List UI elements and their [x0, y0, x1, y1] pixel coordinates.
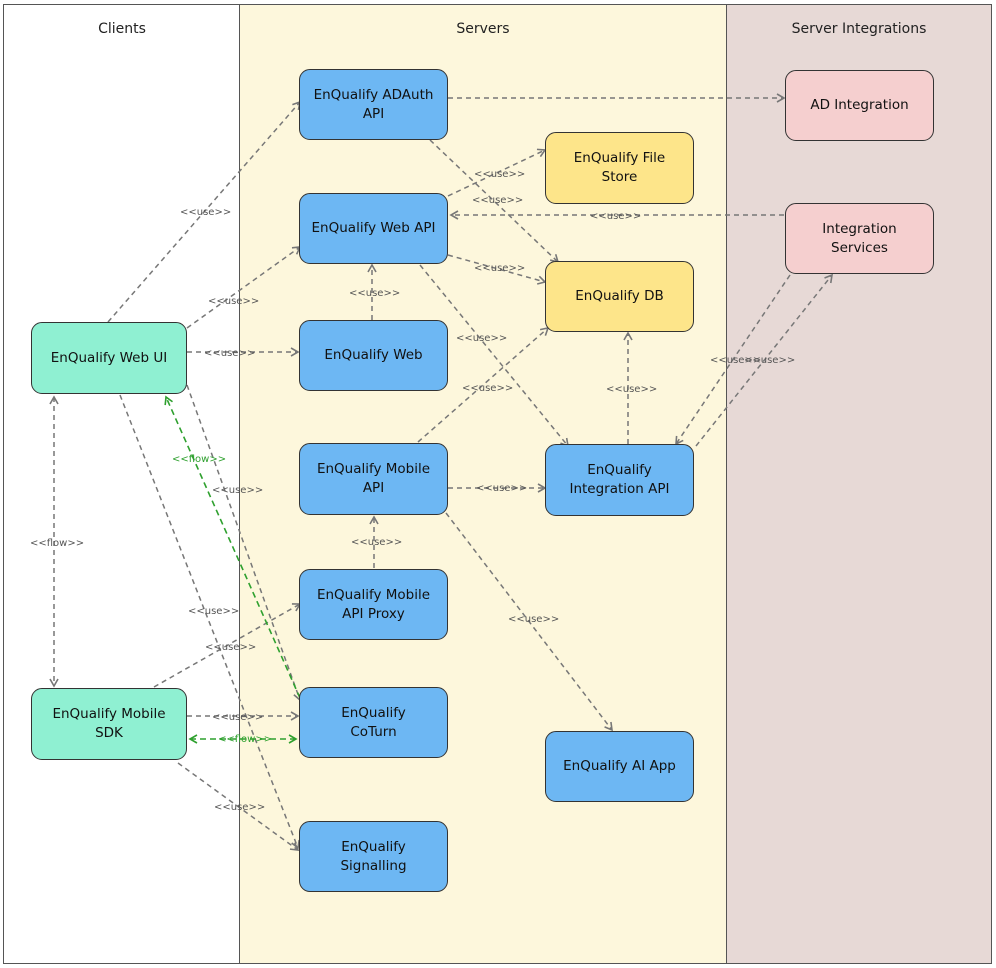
- node-integration-services[interactable]: Integration Services: [785, 203, 934, 274]
- edge-adauth-db: [429, 139, 560, 264]
- lane-clients: Clients: [3, 4, 241, 964]
- lane-title-clients: Clients: [98, 21, 146, 37]
- label-use-adauth-db: <<use>>: [472, 195, 523, 206]
- node-file-store[interactable]: EnQualify File Store: [545, 132, 694, 204]
- label-use-webui-adauth: <<use>>: [180, 207, 231, 218]
- label-use-sdk-proxy: <<use>>: [205, 642, 256, 653]
- node-web[interactable]: EnQualify Web: [299, 320, 448, 391]
- label-use-webapi-integrationapi: <<use>>: [456, 333, 507, 344]
- label-flow-coturn-webui: <<flow>>: [172, 454, 226, 465]
- label-use-sdk-coturn: <<use>>: [212, 712, 263, 723]
- edge-webapi-db: [447, 254, 547, 285]
- label-use-mobileapi-db: <<use>>: [462, 383, 513, 394]
- node-adauth-api[interactable]: EnQualify ADAuth API: [299, 69, 448, 140]
- label-use-webui-mobileapi: <<use>>: [212, 485, 263, 496]
- edge-webapi-integrationapi: [419, 264, 570, 448]
- edge-intservices-integrationapi: [675, 274, 791, 446]
- edge-webui-webapi: [186, 246, 302, 329]
- label-use-webui-web: <<use>>: [204, 348, 255, 359]
- label-use-integration-left: <<use>>: [710, 355, 761, 366]
- label-use-integrationapi-db: <<use>>: [606, 384, 657, 395]
- edge-sdk-signalling: [177, 762, 300, 851]
- node-web-ui[interactable]: EnQualify Web UI: [31, 322, 187, 394]
- label-use-web-webapi: <<use>>: [349, 288, 400, 299]
- label-use-webapi-filestore: <<use>>: [474, 169, 525, 180]
- label-use-integration-right: <<use>>: [744, 355, 795, 366]
- node-web-api[interactable]: EnQualify Web API: [299, 193, 448, 264]
- edge-integrationapi-intservices: [695, 273, 834, 447]
- edge-webui-mobileapi: [186, 384, 303, 702]
- node-mobile-api[interactable]: EnQualify Mobile API: [299, 443, 448, 515]
- edge-mobileapi-aiapp: [445, 512, 613, 732]
- node-ad-integration[interactable]: AD Integration: [785, 70, 934, 141]
- node-mobile-sdk[interactable]: EnQualify Mobile SDK: [31, 688, 187, 760]
- label-use-webapi-db: <<use>>: [474, 263, 525, 274]
- label-use-sdk-signalling: <<use>>: [214, 802, 265, 813]
- label-use-mobileapi-integrationapi: <<use>>: [476, 483, 527, 494]
- lane-title-servers: Servers: [456, 21, 510, 37]
- edge-sdk-proxy: [153, 603, 302, 688]
- label-use-webui-webapi: <<use>>: [208, 296, 259, 307]
- node-db[interactable]: EnQualify DB: [545, 261, 694, 332]
- label-use-mobileapi-aiapp: <<use>>: [508, 614, 559, 625]
- edge-mobileapi-db: [417, 326, 550, 443]
- node-mobile-api-proxy[interactable]: EnQualify Mobile API Proxy: [299, 569, 448, 640]
- label-flow-webui-sdk: <<flow>>: [30, 538, 84, 549]
- label-use-proxy-mobileapi: <<use>>: [351, 537, 402, 548]
- node-ai-app[interactable]: EnQualify AI App: [545, 731, 694, 802]
- label-flow-sdk-coturn: <<flow>>: [218, 734, 272, 745]
- edge-coturn-webui-flow: [164, 395, 301, 699]
- node-integration-api[interactable]: EnQualify Integration API: [545, 444, 694, 516]
- edge-webui-adauth: [107, 100, 302, 323]
- lane-title-server-integrations: Server Integrations: [791, 21, 927, 37]
- lane-server-integrations: Server Integrations: [726, 4, 992, 964]
- node-coturn[interactable]: EnQualify CoTurn: [299, 687, 448, 758]
- label-use-intservices-webapi: <<use>>: [590, 211, 641, 222]
- edge-webui-signalling: [119, 394, 300, 850]
- node-signalling[interactable]: EnQualify Signalling: [299, 821, 448, 892]
- label-use-webui-signalling: <<use>>: [188, 606, 239, 617]
